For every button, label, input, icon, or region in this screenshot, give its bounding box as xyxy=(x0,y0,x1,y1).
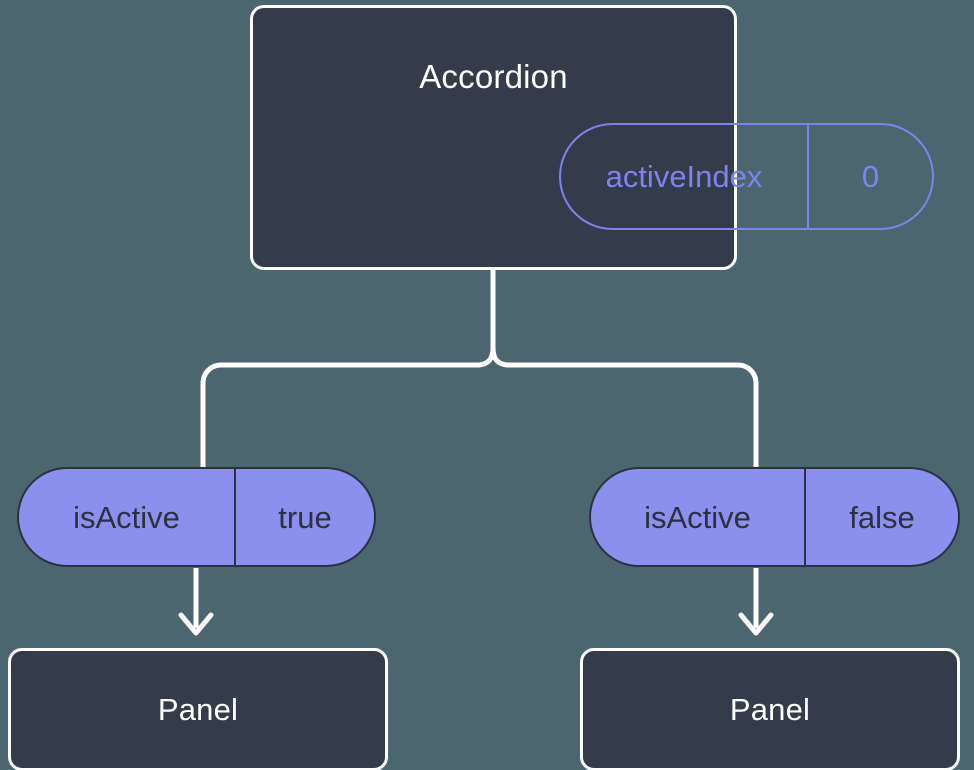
node-panel-left[interactable]: Panel xyxy=(8,648,388,770)
fork-connector-right xyxy=(490,345,759,471)
prop-pill-isactive-false-value: false xyxy=(849,499,915,535)
state-pill-activeindex[interactable]: activeIndex 0 xyxy=(559,123,934,230)
prop-pill-isactive-false[interactable]: isActive false xyxy=(589,467,960,567)
fork-connector xyxy=(200,265,496,471)
node-panel-right[interactable]: Panel xyxy=(580,648,960,770)
state-pill-activeindex-value: 0 xyxy=(861,159,880,194)
prop-pill-isactive-true-key: isActive xyxy=(19,469,236,565)
state-pill-activeindex-key: activeIndex xyxy=(561,125,809,228)
node-accordion-label: Accordion xyxy=(419,58,568,95)
prop-pill-isactive-false-key: isActive xyxy=(591,469,806,565)
node-panel-left-label: Panel xyxy=(157,692,239,727)
node-accordion[interactable]: Accordion activeIndex 0 xyxy=(250,5,934,270)
node-panel-right-label: Panel xyxy=(729,692,811,727)
arrow-head-right xyxy=(738,612,774,636)
arrow-head-left xyxy=(178,612,214,636)
prop-pill-isactive-true-value: true xyxy=(278,499,332,535)
prop-pill-isactive-true[interactable]: isActive true xyxy=(17,467,376,567)
